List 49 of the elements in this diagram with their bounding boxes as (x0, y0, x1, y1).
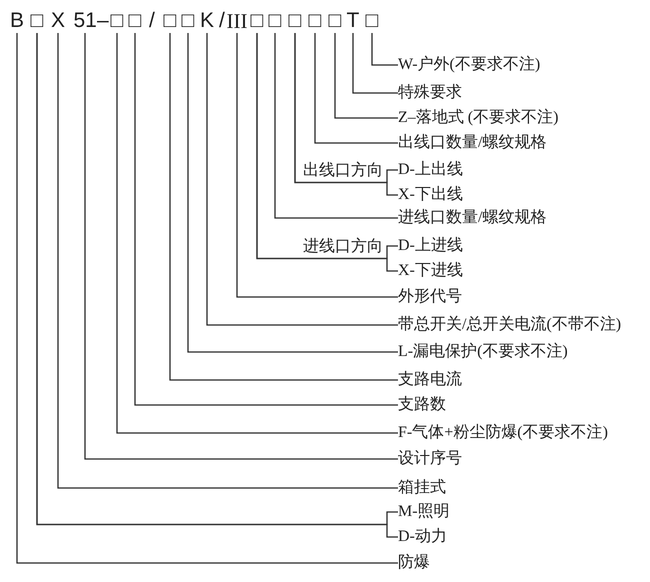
code-text: □ (288, 9, 302, 33)
option-label: X-下进线 (398, 261, 463, 281)
separator-text: / (219, 9, 225, 33)
code-text: B (10, 9, 24, 33)
field-label: 带总开关/总开关电流(不带不注) (398, 315, 622, 335)
code-text: □ (128, 9, 142, 33)
code-text: □ (250, 9, 264, 33)
field-label: 外形代号 (398, 287, 462, 307)
code-text: □ (308, 9, 322, 33)
option-label: M-照明 (398, 502, 450, 522)
leader-line (314, 33, 398, 144)
leader-line (274, 33, 398, 219)
code-text: □ (268, 9, 282, 33)
field-label: 支路电流 (398, 370, 462, 390)
field-label: 箱挂式 (398, 478, 446, 498)
field-label: L-漏电保护(不要求不注) (398, 342, 568, 362)
leader-line (352, 33, 398, 94)
code-text: □ (30, 9, 44, 33)
field-label: 防爆 (398, 553, 430, 573)
field-label: 出线口数量/螺纹规格 (398, 133, 546, 153)
code-text: K (200, 9, 214, 33)
code-text: III (226, 9, 248, 33)
code-text: □ (164, 9, 176, 33)
field-label: W-户外(不要求不注) (398, 55, 540, 75)
option-label: X-下出线 (398, 185, 463, 205)
leader-line (371, 33, 398, 66)
option-label: D-上出线 (398, 160, 463, 180)
field-label: 支路数 (398, 395, 446, 415)
leader-line (187, 33, 398, 353)
field-label: 设计序号 (398, 449, 462, 469)
option-label: D-动力 (398, 527, 447, 547)
leader-line (206, 33, 398, 326)
field-label: 进线口数量/螺纹规格 (398, 208, 546, 228)
code-text: □ (182, 9, 194, 33)
option-label: D-上进线 (398, 236, 463, 256)
field-label: 特殊要求 (398, 83, 462, 103)
leader-line (236, 33, 398, 298)
code-text: T (346, 9, 360, 33)
separator-text: / (149, 9, 155, 33)
leader-line (169, 33, 398, 381)
code-text: X (51, 9, 66, 33)
leader-line (334, 33, 398, 119)
field-label: F-气体+粉尘防爆(不要求不注) (398, 423, 608, 443)
code-text: □ (328, 9, 342, 33)
code-text: 51 (74, 9, 97, 33)
field-label: Z–落地式 (不要求不注) (398, 108, 558, 128)
code-text: □ (110, 9, 124, 33)
separator-text: – (97, 9, 109, 33)
code-text: □ (366, 9, 378, 33)
